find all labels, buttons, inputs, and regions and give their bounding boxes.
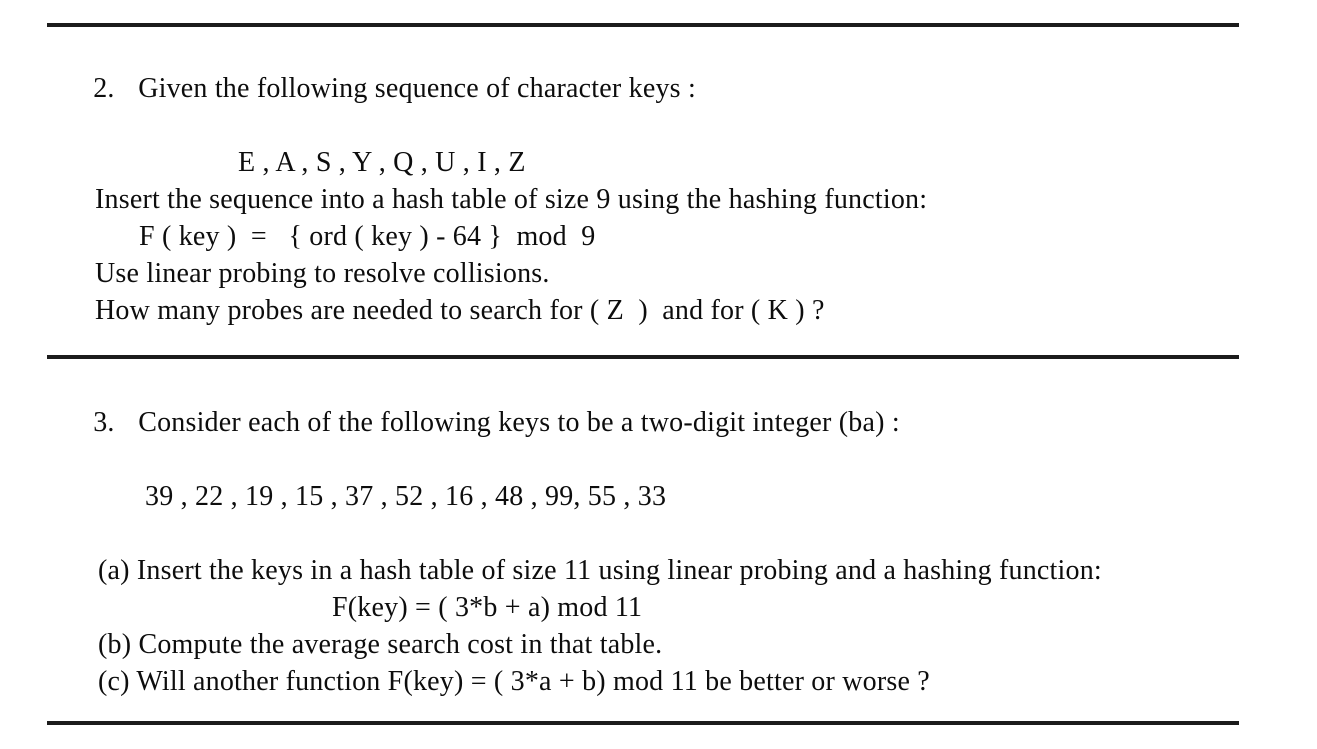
question-2-key-sequence: E , A , S , Y , Q , U , I , Z — [238, 147, 526, 178]
question-3-heading: 3. Consider each of the following keys to… — [50, 367, 1317, 478]
question-3-hash-formula: F(key) = ( 3*b + a) mod 11 — [332, 592, 643, 623]
question-3-part-b: (b) Compute the average search cost in t… — [98, 629, 663, 660]
question-2-hash-formula: F ( key ) = { ord ( key ) - 64 } mod 9 — [139, 221, 596, 252]
question-2-probing-line: Use linear probing to resolve collisions… — [95, 258, 550, 289]
question-2-intro: Given the following sequence of characte… — [138, 73, 696, 104]
question-3: 3. Consider each of the following keys to… — [0, 367, 1317, 700]
question-2: 2. Given the following sequence of charac… — [0, 33, 1317, 329]
question-3-part-a: (a) Insert the keys in a hash table of s… — [98, 555, 1102, 586]
question-3-part-c: (c) Will another function F(key) = ( 3*a… — [98, 666, 930, 697]
separator-line-bottom — [47, 721, 1239, 725]
question-2-number: 2. — [93, 73, 115, 104]
question-2-search-line: How many probes are needed to search for… — [95, 295, 825, 326]
question-3-number: 3. — [93, 407, 115, 438]
question-3-intro: Consider each of the following keys to b… — [138, 407, 900, 438]
separator-line-middle — [47, 355, 1239, 359]
question-2-insert-line: Insert the sequence into a hash table of… — [95, 184, 928, 215]
separator-line-top — [47, 23, 1239, 27]
question-3-key-list: 39 , 22 , 19 , 15 , 37 , 52 , 16 , 48 , … — [145, 481, 667, 512]
question-2-heading: 2. Given the following sequence of charac… — [50, 33, 1317, 144]
